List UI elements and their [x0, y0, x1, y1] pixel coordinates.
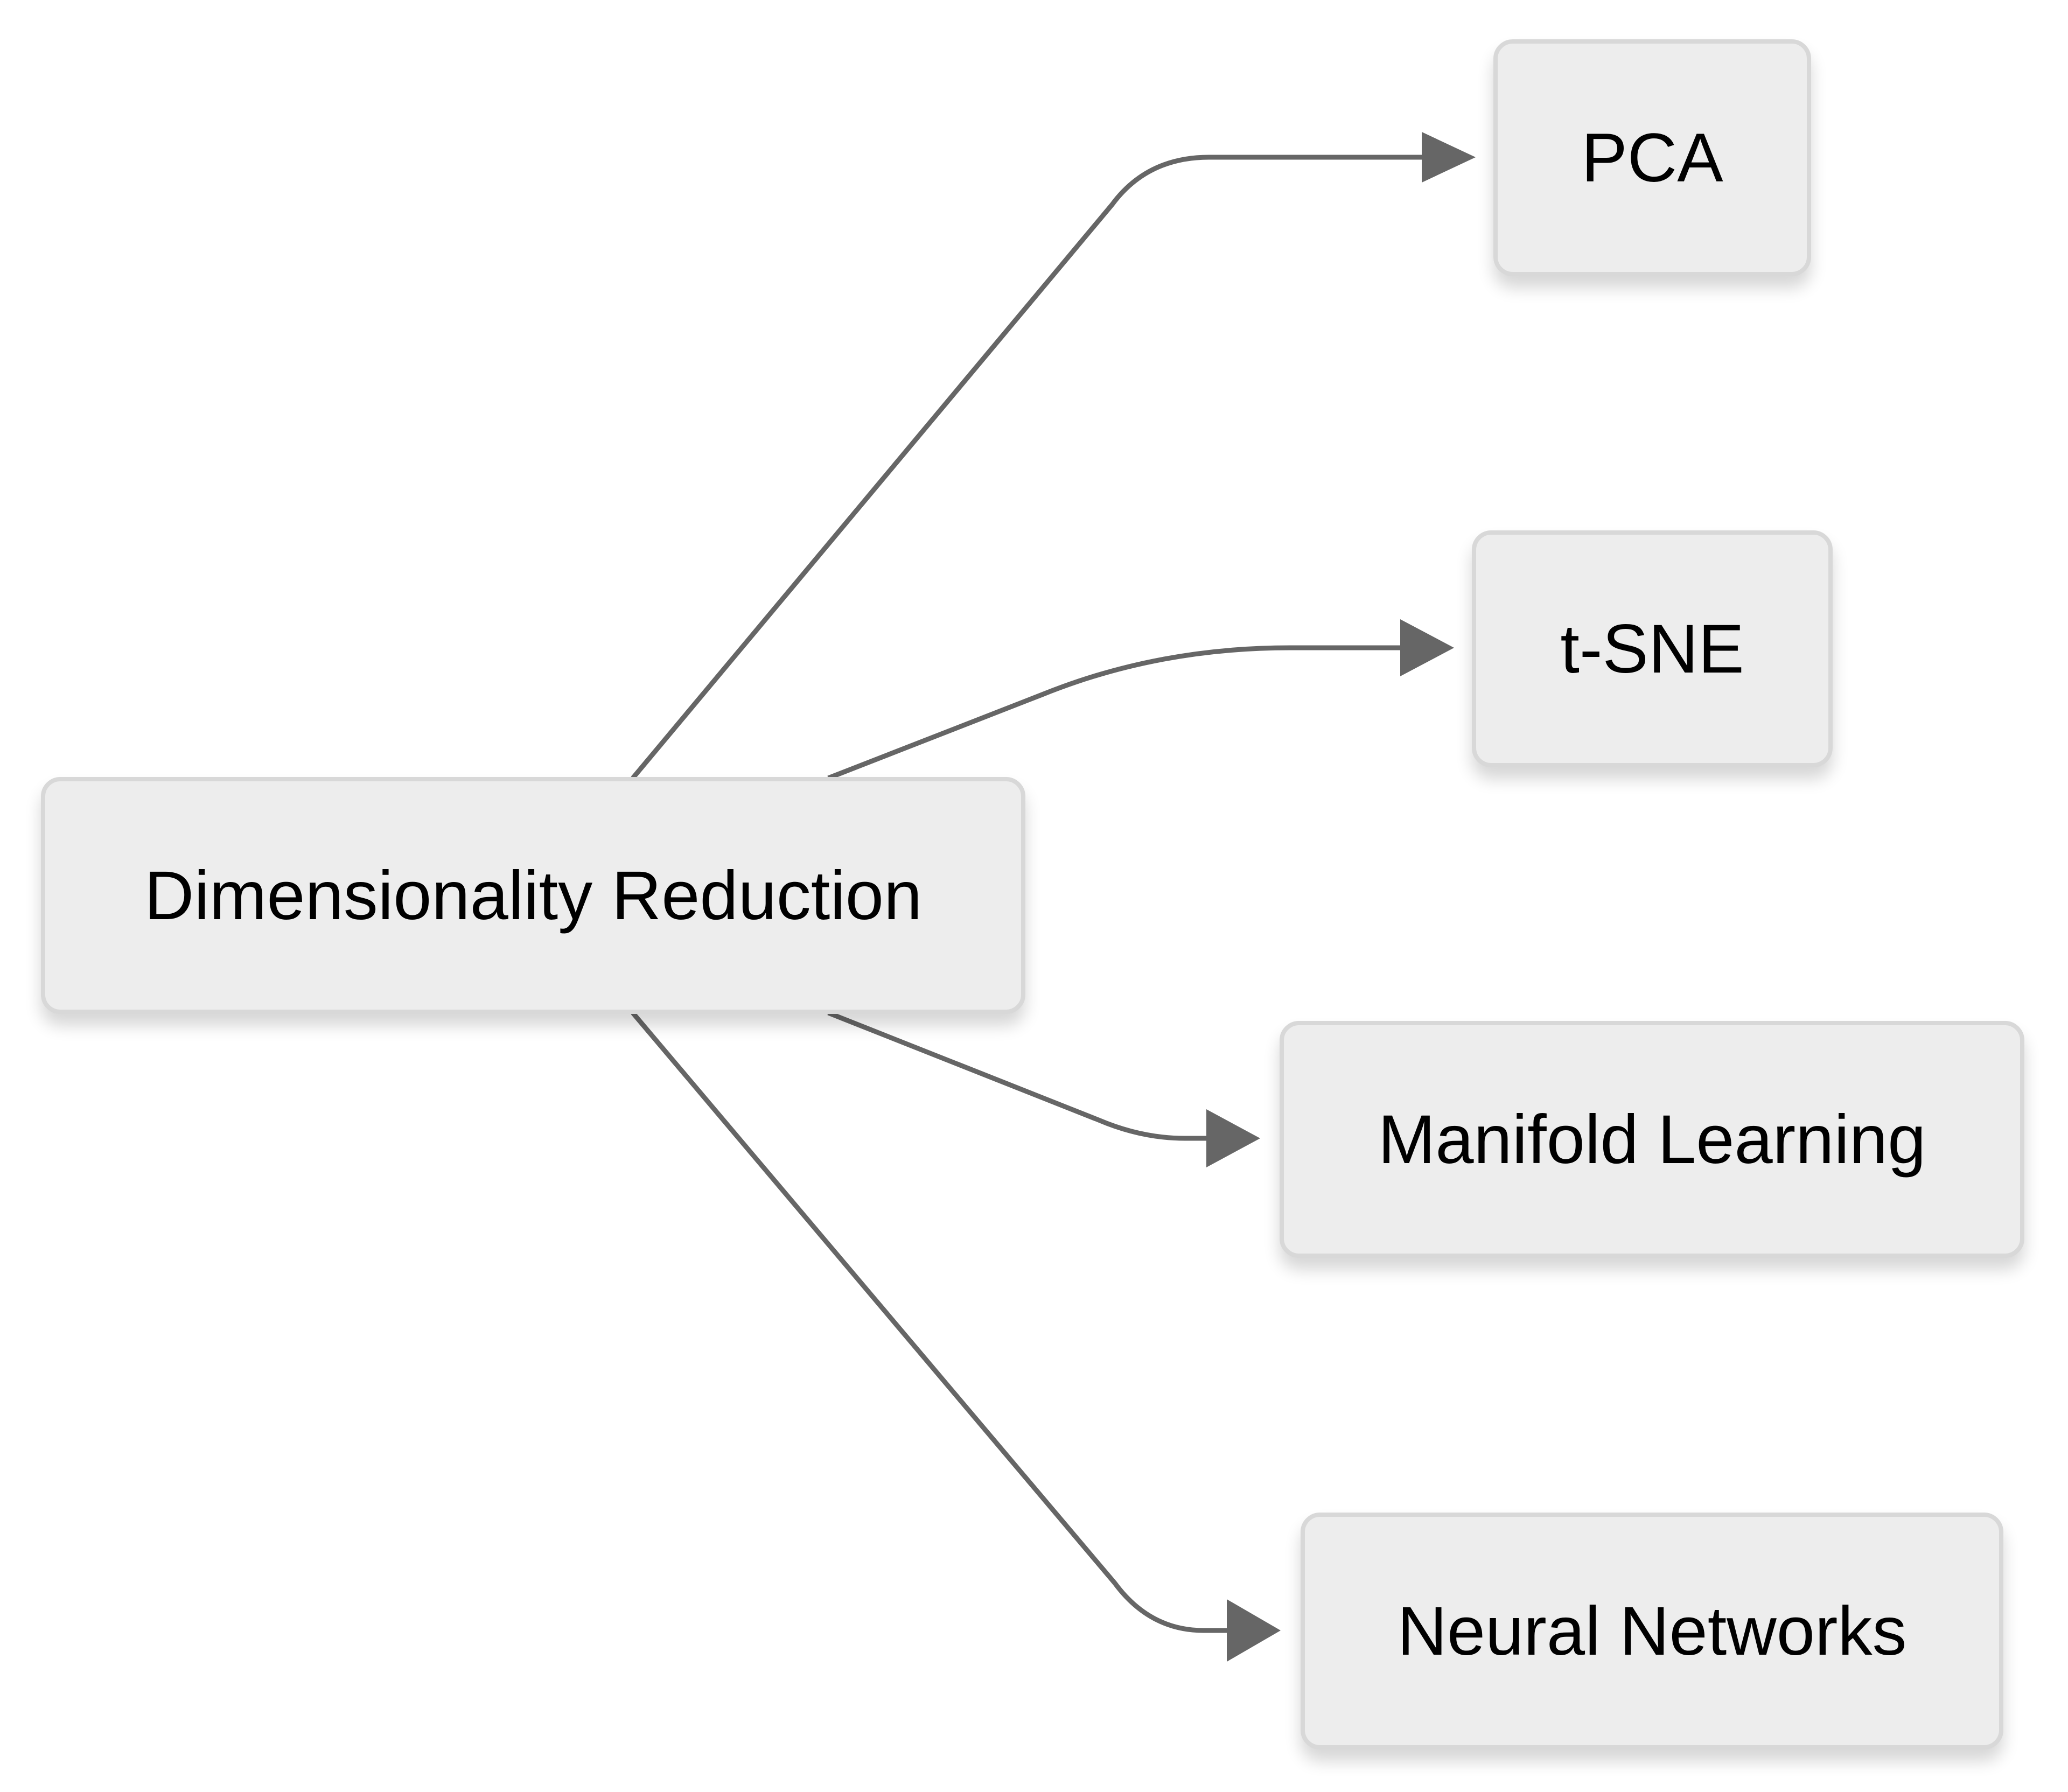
edge-line	[631, 1011, 1233, 1633]
node-label: PCA	[1581, 119, 1723, 197]
node-label: Dimensionality Reduction	[144, 857, 923, 934]
edge-line	[827, 645, 1406, 781]
node-pca[interactable]: PCA	[1493, 39, 1811, 276]
arrowhead-icon	[1422, 132, 1476, 183]
edge-line	[631, 155, 1427, 780]
edge-root-to-tsne	[827, 619, 1454, 781]
node-manifold-learning[interactable]: Manifold Learning	[1280, 1021, 2024, 1258]
arrowhead-icon	[1206, 1109, 1260, 1167]
node-dimensionality-reduction[interactable]: Dimensionality Reduction	[41, 777, 1025, 1014]
edge-root-to-manifold	[827, 1010, 1260, 1167]
edge-root-to-pca	[631, 132, 1476, 780]
arrowhead-icon	[1400, 619, 1454, 676]
node-neural-networks[interactable]: Neural Networks	[1301, 1513, 2003, 1749]
edge-root-to-neural	[631, 1011, 1281, 1662]
arrowhead-icon	[1227, 1599, 1281, 1662]
node-label: Neural Networks	[1397, 1592, 1907, 1670]
edge-line	[827, 1010, 1212, 1141]
node-t-sne[interactable]: t-SNE	[1472, 530, 1833, 767]
node-label: t-SNE	[1560, 610, 1744, 688]
node-label: Manifold Learning	[1378, 1101, 1926, 1178]
